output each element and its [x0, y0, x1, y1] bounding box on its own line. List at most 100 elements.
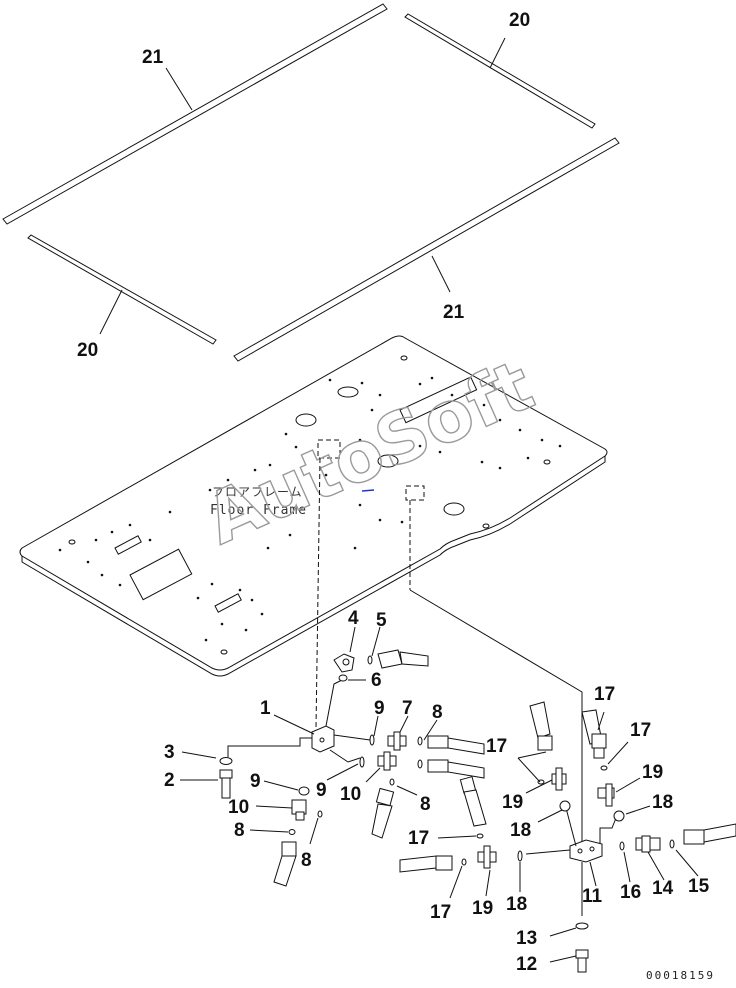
leader-8a: [423, 719, 438, 741]
callout-17c: 17: [630, 720, 651, 741]
drawing-code: 00018159: [646, 969, 715, 982]
hose-fitting-upper: [377, 649, 429, 669]
leader-9a: [373, 715, 379, 737]
leader-17b: [597, 711, 605, 731]
connector-19b: [597, 783, 615, 807]
callout-10a: 10: [228, 797, 249, 818]
callout-8d: 8: [301, 850, 312, 871]
elbow-4: [333, 653, 355, 673]
callout-18b: 18: [652, 792, 673, 813]
oring-18a: [559, 800, 571, 812]
hose-fitting-17-lower: [399, 855, 453, 873]
callout-2: 2: [164, 770, 175, 791]
hose-fitting-15: [683, 823, 736, 845]
floor-frame-label-en: Floor Frame: [210, 503, 307, 518]
hose-11-18: [525, 849, 571, 855]
callout-17b: 17: [594, 684, 615, 705]
hose-1-3: [227, 737, 312, 757]
leader-14: [647, 851, 665, 881]
leader-4: [349, 626, 356, 653]
washer-13: [575, 922, 589, 930]
leader-17d: [437, 835, 477, 839]
callout-11: 11: [582, 886, 603, 907]
callout-18c: 18: [506, 894, 527, 915]
callout-8b: 8: [234, 820, 245, 841]
leader-11: [589, 861, 597, 887]
oring-17e: [461, 858, 467, 866]
callout-19c: 19: [472, 898, 493, 919]
bolt-12: [575, 949, 589, 973]
leader-19a: [525, 779, 553, 794]
callout-17a: 17: [486, 736, 507, 757]
leader-10a: [255, 805, 293, 809]
leader-7: [399, 715, 409, 733]
hose-fitting-17-upper-right: [581, 709, 607, 759]
hose-fitting-mid-upper: [427, 735, 485, 755]
callout-15: 15: [688, 876, 710, 897]
callout-8c: 8: [420, 794, 431, 815]
leader-3: [181, 751, 217, 759]
hose-fitting-lower-left: [371, 787, 395, 839]
callout-18a: 18: [510, 820, 531, 841]
oring-5: [367, 655, 373, 665]
leader-8b: [396, 785, 418, 796]
callout-17e: 17: [430, 902, 451, 923]
floor-frame-label-jp: フロアフレーム: [212, 485, 303, 499]
connector-14: [635, 835, 661, 853]
callout-14: 14: [652, 878, 674, 899]
seal-strip-21-top: [2, 3, 388, 225]
hose-fitting-17-upper-left: [529, 701, 553, 751]
callout-17d: 17: [408, 828, 429, 849]
callout-21-bottom: 21: [443, 302, 465, 323]
callout-19b: 19: [642, 762, 663, 783]
oring-9c: [359, 756, 365, 768]
bolt-2: [219, 769, 233, 799]
leader-10b: [365, 767, 381, 783]
block-11: [569, 839, 603, 863]
hose-fitting-mid-lower: [427, 759, 485, 779]
leader-5: [371, 626, 381, 657]
oring-17d: [476, 833, 484, 839]
leader-21-top: [165, 67, 193, 111]
leader-13: [549, 927, 577, 937]
seal-strip-20-top: [404, 13, 596, 129]
callout-9a: 9: [374, 698, 385, 719]
oring-8b-part: [389, 778, 395, 786]
leader-8d: [309, 817, 319, 845]
callout-19a: 19: [502, 792, 523, 813]
oring-8: [417, 759, 423, 769]
oring-18b: [613, 810, 625, 822]
oring-8d: [317, 810, 323, 818]
oring-9b: [298, 786, 310, 796]
leader-17a-2: [517, 751, 547, 759]
route-left-dashed: [315, 457, 321, 729]
leader-20-bottom: [99, 289, 123, 335]
oring-9a: [369, 734, 375, 746]
oring-8c: [288, 829, 296, 835]
callout-9b: 9: [250, 771, 261, 792]
callout-16: 16: [620, 882, 641, 903]
callout-1: 1: [260, 698, 271, 719]
leader-1: [273, 714, 315, 735]
hose-1-6: [325, 679, 343, 727]
oring-15: [669, 839, 675, 849]
hose-1-9: [333, 734, 371, 741]
hose-11-18b: [599, 817, 617, 844]
connector-19c: [477, 845, 497, 869]
leader-17c: [607, 741, 629, 765]
leader-21-bottom: [431, 255, 451, 293]
leader-9b: [263, 780, 299, 791]
leader-15: [675, 849, 699, 877]
callout-5: 5: [376, 610, 387, 631]
leader-17e: [449, 865, 463, 899]
oring-6: [338, 674, 348, 682]
floor-frame-plate: [19, 335, 608, 677]
callout-10b: 10: [340, 784, 361, 805]
hose-fitting-center: [459, 776, 487, 827]
oring-18c: [517, 850, 523, 862]
connector-7: [387, 731, 407, 751]
seal-strip-20-bottom: [27, 234, 217, 345]
leader-19b: [615, 777, 641, 793]
